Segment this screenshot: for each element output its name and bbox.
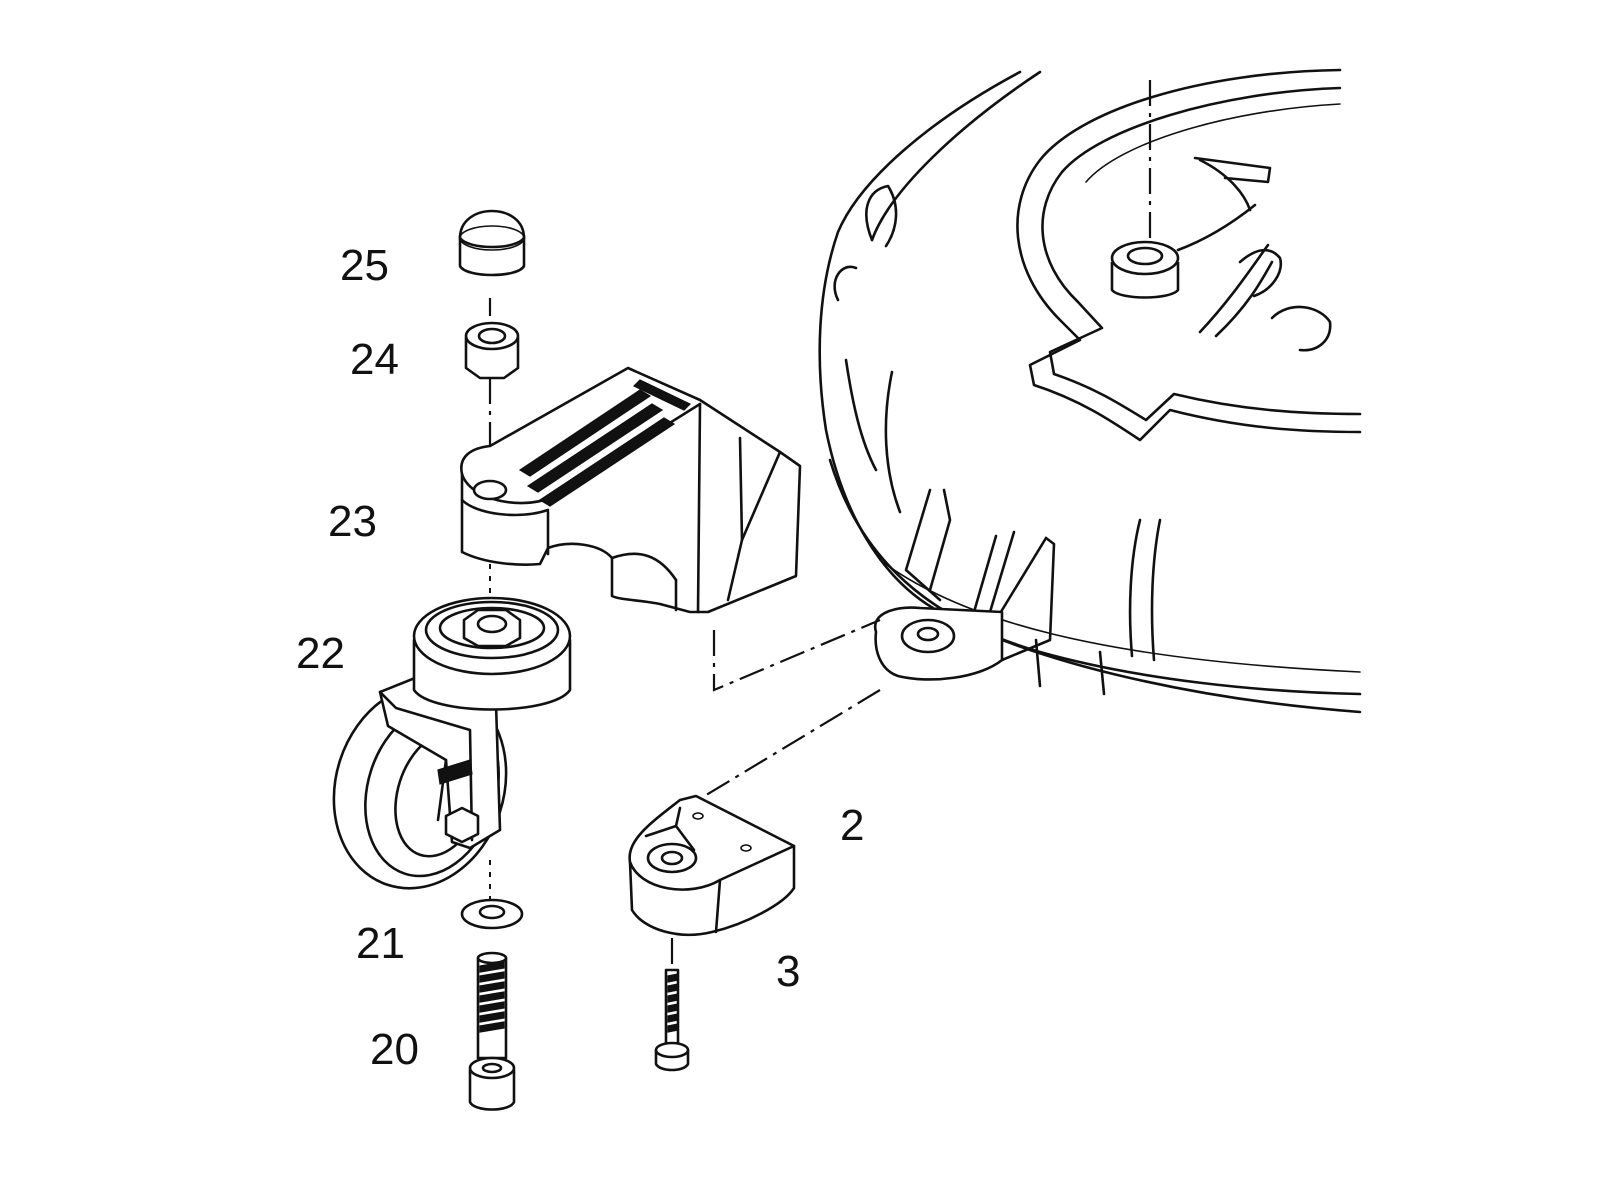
part-label-washer: 21 [356, 919, 405, 968]
part-label-caster-bracket: 23 [328, 497, 377, 546]
foot-screw-icon [654, 968, 690, 1072]
base-foot-mount [873, 488, 1056, 681]
part-label-swivel-caster: 22 [296, 629, 345, 678]
lock-nut-icon [464, 321, 520, 380]
alignment-lines [488, 80, 1152, 966]
cap-nut-icon [458, 209, 526, 277]
swivel-caster-icon [332, 596, 572, 890]
foot-block-icon [628, 794, 796, 937]
part-label-caster-bolt: 20 [370, 1025, 419, 1074]
part-label-lock-nut: 24 [350, 335, 399, 384]
part-label-foot-block: 2 [840, 801, 864, 850]
base-drum [818, 68, 1362, 714]
part-label-cap-nut: 25 [340, 241, 389, 290]
caster-bracket-icon [460, 366, 802, 614]
caster-bolt-icon [468, 951, 516, 1111]
top-hub-boss [1110, 240, 1180, 299]
part-label-foot-screw: 3 [776, 947, 800, 996]
washer-icon [460, 898, 524, 930]
